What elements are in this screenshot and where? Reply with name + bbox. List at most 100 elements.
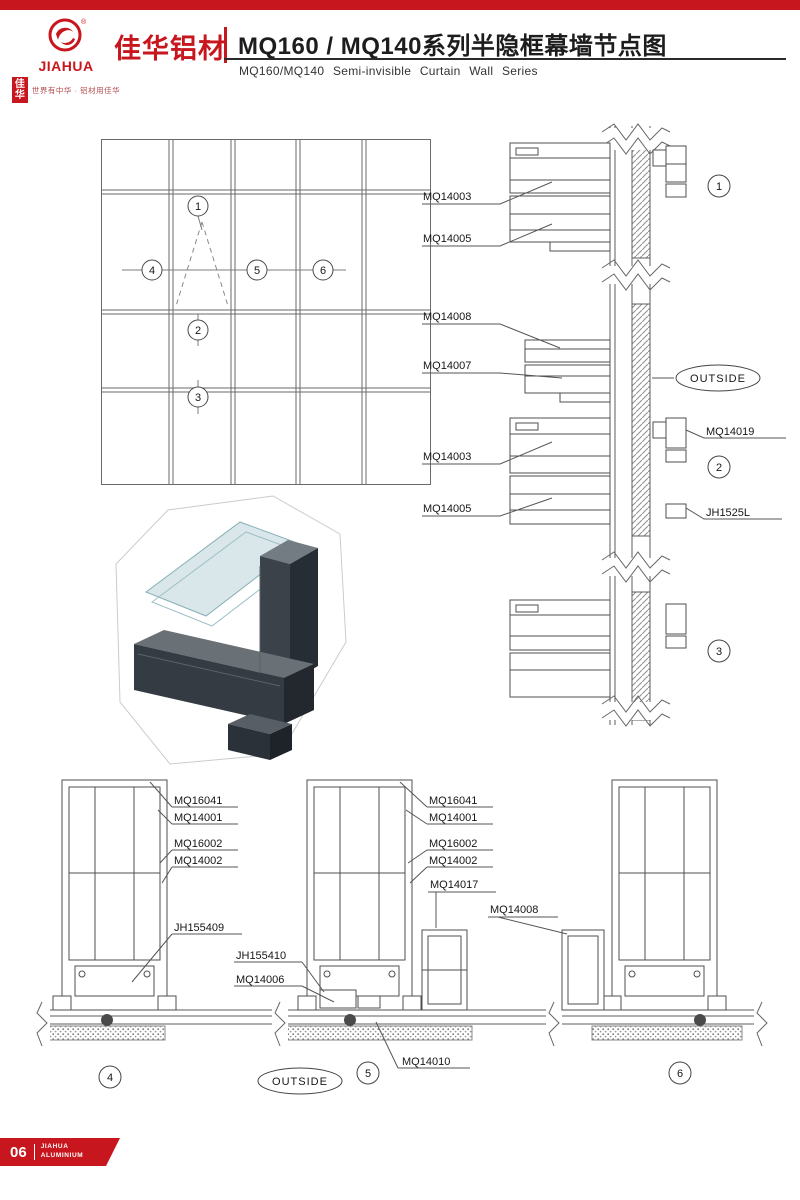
header-divider xyxy=(224,27,227,63)
elevation-marker-5: 5 xyxy=(246,259,268,281)
svg-text:MQ14002: MQ14002 xyxy=(429,855,477,867)
footer-brand: JIAHUA ALUMINIUM xyxy=(41,1143,84,1161)
elevation-marker-3: 3 xyxy=(187,386,209,408)
svg-text:MQ14005: MQ14005 xyxy=(423,503,471,515)
label-mq14019: MQ14019 xyxy=(685,426,786,439)
label-mq14006: MQ14006 xyxy=(234,974,335,1003)
svg-text:MQ16002: MQ16002 xyxy=(429,838,477,850)
label-mq14010: MQ14010 xyxy=(375,1021,470,1069)
label-mq14005-mid: MQ14005 xyxy=(422,497,553,517)
label-mq14005-top: MQ14005 xyxy=(422,223,553,247)
elevation-diagram: 1 4 5 6 2 3 xyxy=(101,139,431,485)
svg-text:MQ14010: MQ14010 xyxy=(402,1056,450,1068)
label-stack-detail5: MQ16041 MQ14001 MQ16002 MQ14002 xyxy=(399,781,493,884)
logo-seal: 佳华 xyxy=(11,77,28,104)
profile-highlight xyxy=(137,653,281,687)
marker-leader-lines xyxy=(122,215,346,414)
logo-tagline: 世界有中华 · 铝材用佳华 xyxy=(31,85,121,95)
footer-page-bar: 06 JIAHUA ALUMINIUM xyxy=(0,1138,120,1166)
addon-frame-mq14008 xyxy=(561,929,605,1011)
label-mq14008: MQ14008 xyxy=(422,311,561,349)
elevation-marker-6: 6 xyxy=(312,259,334,281)
registered-mark: ® xyxy=(81,18,86,26)
svg-text:3: 3 xyxy=(716,646,722,658)
outside-label-vertical: OUTSIDE xyxy=(652,364,761,392)
svg-text:MQ14019: MQ14019 xyxy=(706,426,754,438)
svg-text:MQ14017: MQ14017 xyxy=(430,879,478,891)
label-mq14007: MQ14007 xyxy=(422,360,563,379)
elevation-grid xyxy=(101,139,431,485)
page-number: 06 xyxy=(10,1143,27,1161)
horizontal-sections-diagram: MQ16041 MQ14001 MQ16002 MQ14002 MQ16041 … xyxy=(34,779,770,1095)
section-marker-1: 1 xyxy=(707,174,731,198)
detail-1-section xyxy=(509,142,687,252)
svg-text:MQ14001: MQ14001 xyxy=(429,812,477,824)
vertical-profile-3d xyxy=(260,540,318,682)
label-mq14008: MQ14008 xyxy=(488,904,568,935)
svg-text:1: 1 xyxy=(195,201,201,213)
svg-text:OUTSIDE: OUTSIDE xyxy=(272,1076,328,1088)
svg-text:MQ14003: MQ14003 xyxy=(423,451,471,463)
svg-text:3: 3 xyxy=(195,392,201,404)
glass-line xyxy=(40,1009,766,1025)
elevation-marker-4: 4 xyxy=(141,259,163,281)
outside-label-horizontal: OUTSIDE xyxy=(257,1067,343,1095)
label-mq14017: MQ14017 xyxy=(428,879,496,928)
wall-hatch xyxy=(631,139,651,721)
svg-text:5: 5 xyxy=(254,265,260,277)
svg-text:MQ16041: MQ16041 xyxy=(429,795,477,807)
mullion-section-4 xyxy=(52,779,177,1011)
page-title: MQ160 / MQ140系列半隐框幕墙节点图 xyxy=(238,33,667,60)
svg-text:6: 6 xyxy=(320,265,326,277)
svg-text:OUTSIDE: OUTSIDE xyxy=(690,373,746,385)
elevation-marker-1: 1 xyxy=(187,195,209,217)
detail-3-section xyxy=(509,599,687,698)
svg-text:MQ14001: MQ14001 xyxy=(174,812,222,824)
logo-name: JIAHUA xyxy=(38,58,94,74)
svg-text:MQ14006: MQ14006 xyxy=(236,974,284,986)
detail-2-section xyxy=(509,339,687,525)
horizontal-profile-3d xyxy=(134,630,314,724)
label-stack-detail4: MQ16041 MQ14001 MQ16002 MQ14002 xyxy=(149,781,238,884)
footer-divider xyxy=(34,1144,35,1160)
label-jh155409: JH155409 xyxy=(131,922,242,983)
footer-brand-bottom: ALUMINIUM xyxy=(40,1152,84,1159)
svg-text:1: 1 xyxy=(716,181,722,193)
header-rule xyxy=(224,58,786,60)
label-mq14003-top: MQ14003 xyxy=(422,181,553,205)
svg-text:JH155410: JH155410 xyxy=(236,950,286,962)
label-jh155410: JH155410 xyxy=(234,950,325,993)
addon-frame-mq14017 xyxy=(421,929,468,1011)
svg-text:MQ16041: MQ16041 xyxy=(174,795,222,807)
glass-break-symbols xyxy=(34,1001,770,1047)
top-red-bar xyxy=(0,0,800,10)
mullion-section-5 xyxy=(297,779,422,1011)
svg-text:MQ14002: MQ14002 xyxy=(174,855,222,867)
logo-swirl-icon: ® xyxy=(48,18,87,52)
svg-text:MQ14005: MQ14005 xyxy=(423,233,471,245)
svg-text:MQ14008: MQ14008 xyxy=(423,311,471,323)
svg-text:MQ14007: MQ14007 xyxy=(423,360,471,372)
vertical-sections-diagram: MQ14003 MQ14005 MQ14008 MQ14007 MQ14003 … xyxy=(422,123,786,727)
svg-text:2: 2 xyxy=(716,462,722,474)
opening-window-symbol xyxy=(175,221,229,307)
corner-assembly-render xyxy=(115,495,347,765)
mullion-section-6 xyxy=(602,779,727,1011)
label-jh1525l: JH1525L xyxy=(685,507,782,520)
page-subtitle: MQ160/MQ140 Semi-invisible Curtain Wall … xyxy=(239,64,538,78)
svg-text:6: 6 xyxy=(677,1068,683,1080)
svg-text:4: 4 xyxy=(107,1072,113,1084)
svg-text:4: 4 xyxy=(149,265,155,277)
section-marker-6: 6 xyxy=(668,1061,692,1085)
svg-text:2: 2 xyxy=(195,325,201,337)
section-marker-3: 3 xyxy=(707,639,731,663)
footer-brand-top: JIAHUA xyxy=(40,1143,69,1151)
svg-text:5: 5 xyxy=(365,1068,371,1080)
svg-text:MQ14003: MQ14003 xyxy=(423,191,471,203)
svg-text:JH155409: JH155409 xyxy=(174,922,224,934)
svg-text:MQ14008: MQ14008 xyxy=(490,904,538,916)
brand-name-cn: 佳华铝材 xyxy=(114,34,226,64)
svg-text:MQ16002: MQ16002 xyxy=(174,838,222,850)
section-marker-2: 2 xyxy=(707,455,731,479)
